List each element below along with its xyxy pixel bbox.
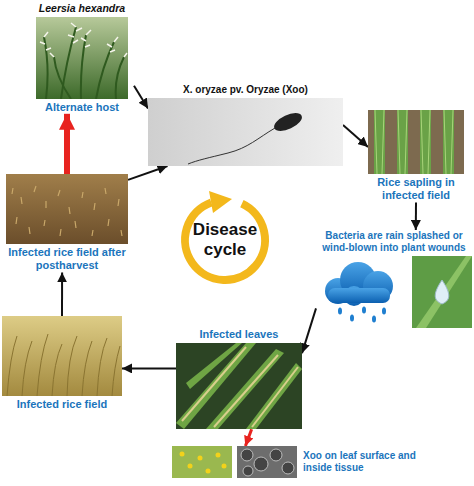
harvested-field-photo <box>6 174 128 244</box>
grass-photo-part <box>36 17 128 99</box>
rice-field-photo-part <box>7 334 120 396</box>
stage-panel: Infected leaves <box>176 328 302 429</box>
rain-cloud-and-drop-part <box>372 316 376 323</box>
grass-photo-part <box>40 23 127 57</box>
rain-cloud-and-drop-part <box>435 280 449 304</box>
grass-photo <box>36 17 128 99</box>
harvested-field-photo-part <box>12 186 122 236</box>
stage-label: Rice sapling in infected field <box>368 176 464 202</box>
infected-leaves-photo-part <box>186 343 242 389</box>
micrograph-pair <box>172 446 297 478</box>
flow-arrow <box>134 86 148 109</box>
pathogen-panel: X. oryzae pv. Oryzae (Xoo) <box>148 84 343 166</box>
cycle-ring-part <box>185 202 265 280</box>
rain-cloud-and-drop-part <box>325 262 393 306</box>
infected-leaves-photo-part <box>182 347 246 421</box>
infected-leaves-photo-part <box>214 355 278 427</box>
micrograph-pair-part <box>216 453 221 458</box>
rain-cloud-and-drop-part <box>382 308 386 315</box>
rain-cloud-and-drop-part <box>328 288 390 303</box>
harvested-field-photo-part <box>12 186 122 236</box>
grass-photo-part <box>116 57 124 99</box>
infected-leaves-photo-part <box>182 347 298 427</box>
flow-arrow <box>302 308 316 353</box>
red-arrow <box>64 114 70 174</box>
rain-cloud-and-drop-part <box>362 307 366 314</box>
rain-cloud-and-drop-part <box>416 256 472 328</box>
rain-cloud-and-drop <box>316 256 472 328</box>
micrograph-pair-part <box>243 466 253 476</box>
sapling-photo-part <box>375 110 453 174</box>
pathogen-name: X. oryzae pv. Oryzae (Xoo) <box>183 84 308 96</box>
sapling-photo-part <box>375 110 453 174</box>
infected-leaves-photo-part <box>252 367 298 427</box>
micrograph-pair-part <box>206 469 211 474</box>
sapling-photo-part <box>374 110 454 174</box>
flow-arrow <box>122 367 176 369</box>
rice-field-photo <box>2 316 122 396</box>
rice-field-photo-part <box>2 316 122 396</box>
cycle-ring-part <box>209 191 232 213</box>
bacterium-micrograph-part <box>188 128 275 164</box>
stage-label: Infected leaves <box>200 328 279 341</box>
micrograph-pair-part <box>241 449 253 461</box>
grass-photo-part <box>40 23 127 57</box>
micrograph-pair-part <box>270 449 282 461</box>
stage-panel: Rice sapling in infected field <box>368 110 464 202</box>
micrograph-pair-part <box>180 452 227 474</box>
infected-leaves-photo-part <box>176 343 302 429</box>
sapling-photo-part <box>368 110 464 174</box>
sapling-photo <box>368 110 464 174</box>
rain-cloud-and-drop-part <box>338 308 342 315</box>
infected-leaves-photo-part <box>176 343 302 429</box>
stage-label: Infected rice field <box>17 398 107 411</box>
grass-photo-part <box>44 37 48 99</box>
micrograph-pair-part <box>222 464 227 469</box>
grass-photo-part <box>81 35 86 99</box>
species-name: Leersia hexandra <box>39 2 125 15</box>
bacterium-micrograph <box>148 98 343 166</box>
micrograph-pair-part <box>237 446 297 478</box>
rice-field-photo-part <box>7 334 120 396</box>
grass-photo-part <box>44 27 124 99</box>
infected-leaves-photo-part <box>246 363 302 429</box>
micrograph-pair-part <box>172 446 232 478</box>
rain-cloud-and-drop-part <box>338 307 386 323</box>
red-arrow <box>245 429 251 446</box>
infected-leaves-photo <box>176 343 302 429</box>
grass-photo-part <box>54 57 71 99</box>
bacterium-micrograph-part <box>271 109 304 134</box>
harvested-field-photo-part <box>6 174 128 244</box>
detail-panel: Xoo on leaf surface and inside tissue <box>172 446 434 478</box>
rain-cloud-and-drop-part <box>412 256 472 328</box>
stage-panel: Infected rice field after postharvest <box>6 174 128 272</box>
flow-arrow <box>61 272 63 316</box>
micrograph-pair-part <box>254 457 268 471</box>
stage-label: Infected rice field after postharvest <box>6 246 128 272</box>
cycle-title: Disease cycle <box>189 220 261 259</box>
host-panel: Leersia hexandraAlternate host <box>30 2 134 114</box>
micrograph-pair-part <box>282 462 294 474</box>
detail-label: Xoo on leaf surface and inside tissue <box>303 450 434 474</box>
bacterium-micrograph-part <box>148 98 343 166</box>
micrograph-pair-part <box>198 456 203 461</box>
stage-panel: Bacteria are rain splashed or wind-blown… <box>316 230 472 328</box>
stage-panel: Infected rice field <box>2 316 122 411</box>
micrograph-pair-part <box>188 464 193 469</box>
flow-arrow <box>343 125 368 147</box>
micrograph-pair-part <box>180 452 185 457</box>
grass-photo-part <box>96 42 114 99</box>
micrograph-pair-part <box>241 449 294 476</box>
stage-label: Alternate host <box>45 101 119 114</box>
stage-label: Bacteria are rain splashed or wind-blown… <box>316 230 472 254</box>
flow-arrow <box>415 202 417 230</box>
cycle-circle: Disease cycle <box>175 190 275 290</box>
rain-cloud-and-drop-part <box>350 315 354 322</box>
flow-arrow <box>128 166 168 180</box>
